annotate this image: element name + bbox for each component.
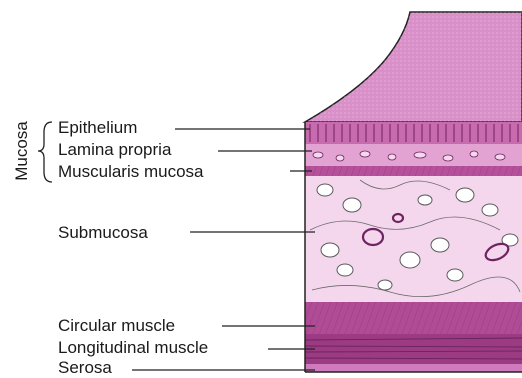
epithelium-label: Epithelium: [58, 118, 137, 138]
muscularis-mucosa-label: Muscularis mucosa: [58, 162, 204, 182]
mucosa-group-label: Mucosa: [12, 121, 32, 181]
submucosa-layer: [305, 176, 522, 302]
circular-muscle-label: Circular muscle: [58, 316, 175, 336]
lamina-propria-label: Lamina propria: [58, 140, 171, 160]
submucosa-label: Submucosa: [58, 223, 148, 243]
mucosa-brace: [38, 122, 52, 182]
serosa-label: Serosa: [58, 358, 112, 378]
serosa-layer: [305, 364, 522, 372]
longitudinal-muscle-label: Longitudinal muscle: [58, 338, 208, 358]
